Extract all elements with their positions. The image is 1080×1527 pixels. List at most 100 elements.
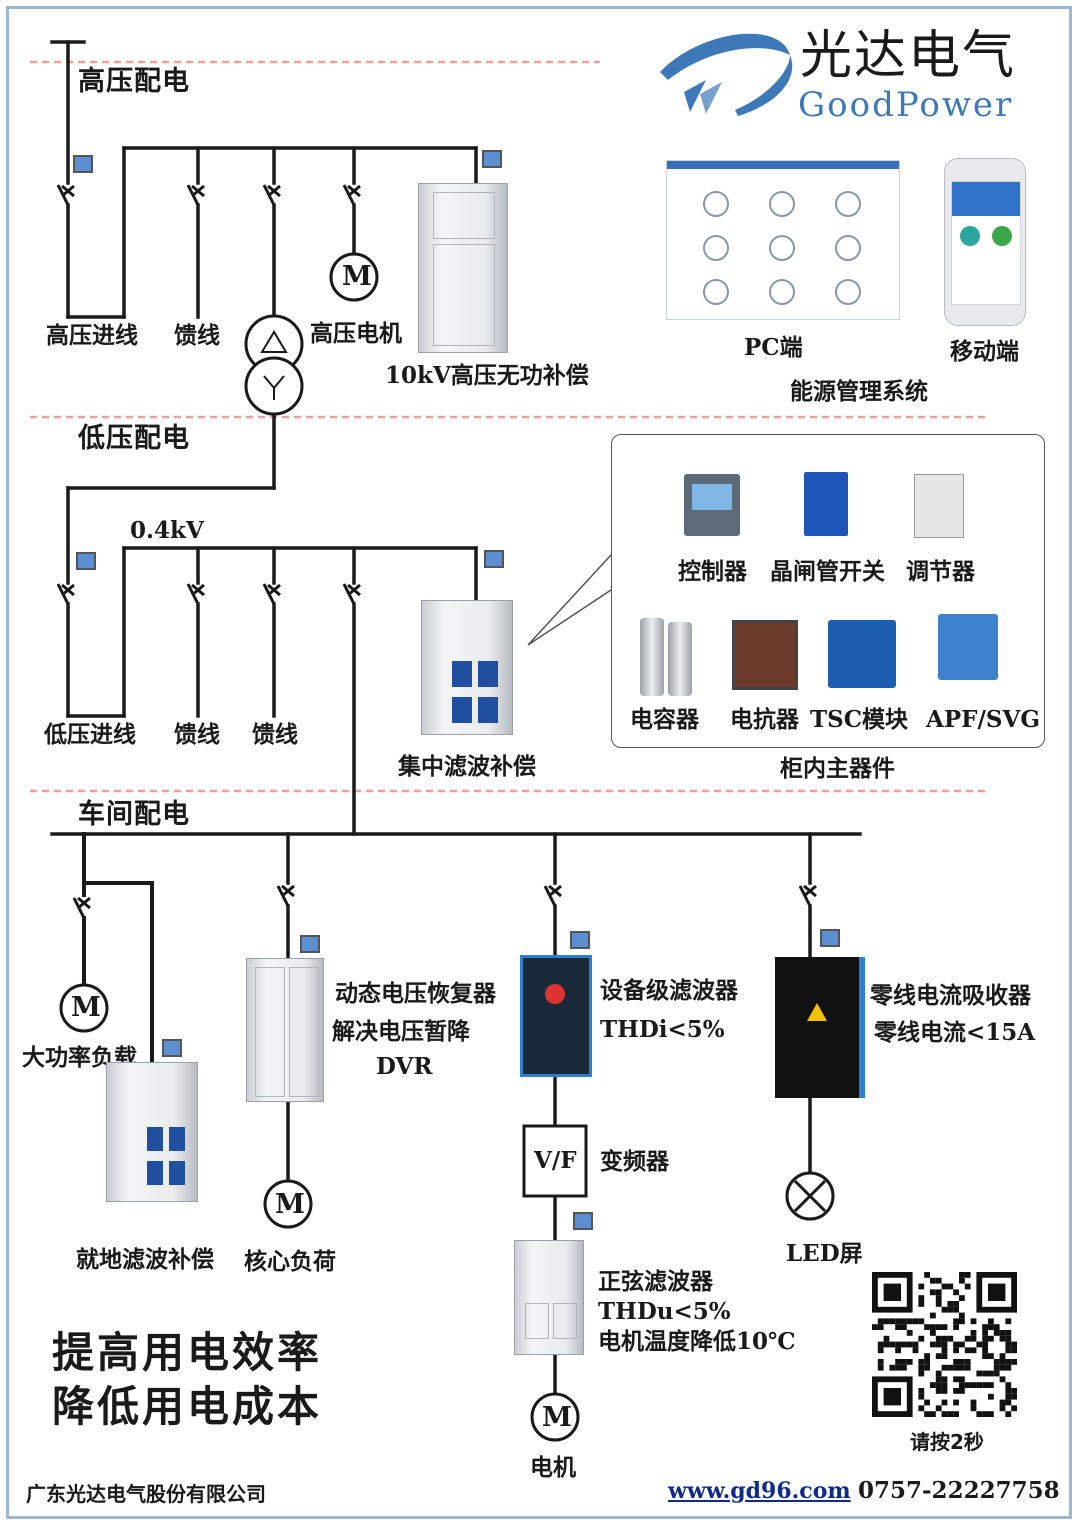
- cabinet-module: [169, 1161, 185, 1185]
- power-meter-icon: [570, 931, 590, 949]
- gauge-dial: [769, 279, 795, 305]
- motor-symbol: M: [542, 1402, 572, 1433]
- central-comp-label: 集中滤波补偿: [398, 753, 536, 780]
- hp-motor-symbol: M: [71, 992, 101, 1023]
- lv-incoming-label: 低压进线: [44, 721, 136, 748]
- dvr-cabinet: [246, 958, 324, 1102]
- wires: [50, 40, 862, 1396]
- delta-symbol: [260, 330, 288, 353]
- lv-feeder-label-1: 馈线: [174, 721, 220, 748]
- power-meter-icon: [484, 550, 504, 568]
- ems-mobile-label: 移动端: [950, 338, 1019, 365]
- cabinet-module: [147, 1127, 163, 1151]
- section-title-hv: 高压配电: [78, 66, 190, 97]
- local-comp-cabinet: [106, 1062, 198, 1202]
- qr-hint: 请按2秒: [910, 1430, 984, 1454]
- power-meter-icon: [482, 150, 502, 168]
- brand-name-en: GoodPower: [798, 85, 1014, 125]
- breaker: [186, 184, 205, 206]
- breaker: [56, 583, 75, 605]
- led-screen-label: LED屏: [786, 1240, 863, 1267]
- cabinet-module: [452, 697, 472, 723]
- motor-symbols: [59, 252, 835, 1442]
- local-comp-label: 就地滤波补偿: [76, 1246, 214, 1273]
- central-comp-cabinet: [421, 600, 513, 735]
- power-meter-icon: [820, 929, 840, 947]
- cabinet-door: [433, 244, 495, 346]
- hv-compensation-cabinet: [418, 183, 508, 353]
- components-box: [611, 434, 1045, 748]
- breaker: [262, 184, 281, 206]
- breaker: [543, 884, 562, 907]
- hv-feeder-label: 馈线: [174, 322, 220, 349]
- ems-title: 能源管理系统: [790, 378, 928, 405]
- component-label: 晶闸管开关: [770, 558, 885, 585]
- sine-filter-label-2: THDu<5%: [598, 1298, 731, 1325]
- component-label: 控制器: [678, 558, 747, 585]
- breaker: [342, 583, 361, 605]
- slogan-line-2: 降低用电成本: [52, 1382, 323, 1431]
- capacitor-image: [640, 618, 664, 696]
- gauge-dial: [835, 191, 861, 217]
- controller-image: [684, 474, 740, 536]
- cabinet-module: [478, 661, 498, 687]
- brand-name-cn: 光达电气: [800, 26, 1017, 86]
- company-name: 广东光达电气股份有限公司: [26, 1482, 266, 1506]
- core-motor-symbol: M: [275, 1189, 305, 1220]
- component-label: 电抗器: [730, 706, 799, 733]
- slogan-line-1: 提高用电效率: [52, 1328, 323, 1377]
- vf-box: [522, 1124, 588, 1198]
- breaker: [56, 184, 75, 206]
- logo-mark: [660, 33, 793, 116]
- lv-voltage-label: 0.4kV: [130, 517, 204, 544]
- device-filter-image: [520, 955, 592, 1077]
- gauge-grid: [697, 181, 891, 313]
- neutral-absorber-label-1: 零线电流吸收器: [870, 982, 1031, 1009]
- dvr-label-1: 动态电压恢复器: [335, 980, 496, 1007]
- website-link[interactable]: www.gd96.com: [668, 1478, 851, 1504]
- vfd-label: 变频器: [600, 1148, 669, 1175]
- callout-lines: [527, 554, 612, 646]
- core-load-label: 核心负荷: [244, 1248, 336, 1275]
- page-frame: [6, 6, 1072, 1519]
- cabinet-door: [433, 192, 495, 239]
- breaker: [342, 184, 361, 206]
- gauge-dial: [703, 279, 729, 305]
- cabinet-module: [169, 1127, 185, 1151]
- motor-circle: [530, 1392, 580, 1442]
- section-title-workshop: 车间配电: [78, 799, 190, 830]
- neutral-absorber-label-2: 零线电流<15A: [874, 1019, 1036, 1046]
- hv-motor-circle: [329, 252, 379, 302]
- wye-symbol: [263, 375, 285, 400]
- power-meter-icon: [76, 552, 96, 570]
- cabinet-module: [147, 1161, 163, 1185]
- sine-filter-cabinet: [514, 1240, 584, 1355]
- gauge-dial: [703, 191, 729, 217]
- thyristor-switch-image: [804, 472, 848, 536]
- apf-svg-image: [938, 614, 998, 680]
- section-title-lv: 低压配电: [78, 423, 190, 454]
- ems-pc-label: PC端: [744, 334, 803, 361]
- component-label: APF/SVG: [926, 706, 1040, 733]
- components-title: 柜内主器件: [780, 755, 895, 782]
- qr-code: [872, 1272, 1017, 1417]
- phone-number: 0757-22227758: [858, 1477, 1060, 1504]
- filter-label-1: 设备级滤波器: [600, 977, 738, 1004]
- lv-feeder-label-2: 馈线: [252, 721, 298, 748]
- core-motor-circle: [263, 1179, 313, 1229]
- lamp-cross: [793, 1179, 827, 1213]
- dvr-label-3: DVR: [376, 1053, 433, 1080]
- filter-label-2: THDi<5%: [600, 1016, 725, 1043]
- breakers: [56, 184, 817, 919]
- sine-filter-label-3: 电机温度降低10℃: [598, 1328, 796, 1355]
- power-meter-icon: [162, 1039, 182, 1057]
- vent: [525, 1303, 549, 1339]
- pc-dashboard-screenshot: [666, 160, 900, 320]
- cabinet-door: [255, 967, 285, 1097]
- reactor-image: [732, 620, 798, 690]
- capacitor-image: [668, 622, 692, 696]
- gauge-dial: [835, 279, 861, 305]
- tsc-module-image: [828, 620, 896, 688]
- gauge-dial: [769, 235, 795, 261]
- hv-compensation-label: 10kV高压无功补偿: [385, 362, 589, 389]
